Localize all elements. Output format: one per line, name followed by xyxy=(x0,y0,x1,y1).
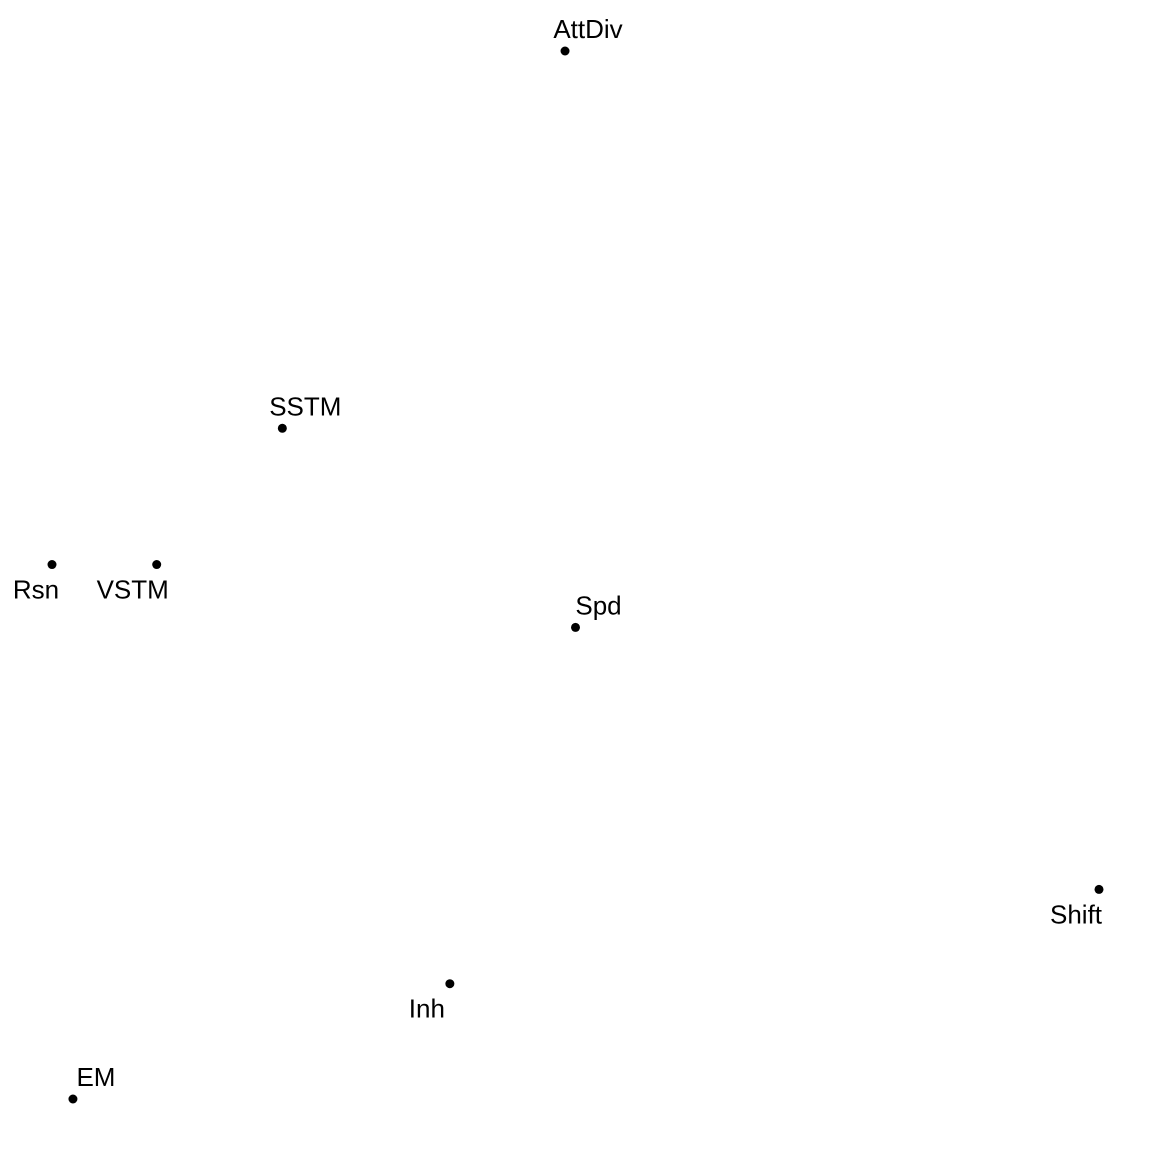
point-shift xyxy=(1094,884,1104,894)
point-label-inh: Inh xyxy=(409,994,445,1024)
point-label-em: EM xyxy=(76,1062,115,1092)
point-attdiv xyxy=(560,46,570,56)
point-spd xyxy=(571,622,580,632)
point-vstm xyxy=(152,560,162,570)
point-label-rsn: Rsn xyxy=(13,575,59,605)
point-label-spd: Spd xyxy=(575,590,621,620)
point-label-shift: Shift xyxy=(1050,899,1103,929)
point-label-sstm: SSTM xyxy=(269,391,341,421)
point-inh xyxy=(445,979,455,989)
point-em xyxy=(68,1094,78,1104)
point-rsn xyxy=(47,560,57,570)
point-label-attdiv: AttDiv xyxy=(553,14,622,44)
point-sstm xyxy=(277,423,287,433)
point-label-vstm: VSTM xyxy=(97,575,169,605)
